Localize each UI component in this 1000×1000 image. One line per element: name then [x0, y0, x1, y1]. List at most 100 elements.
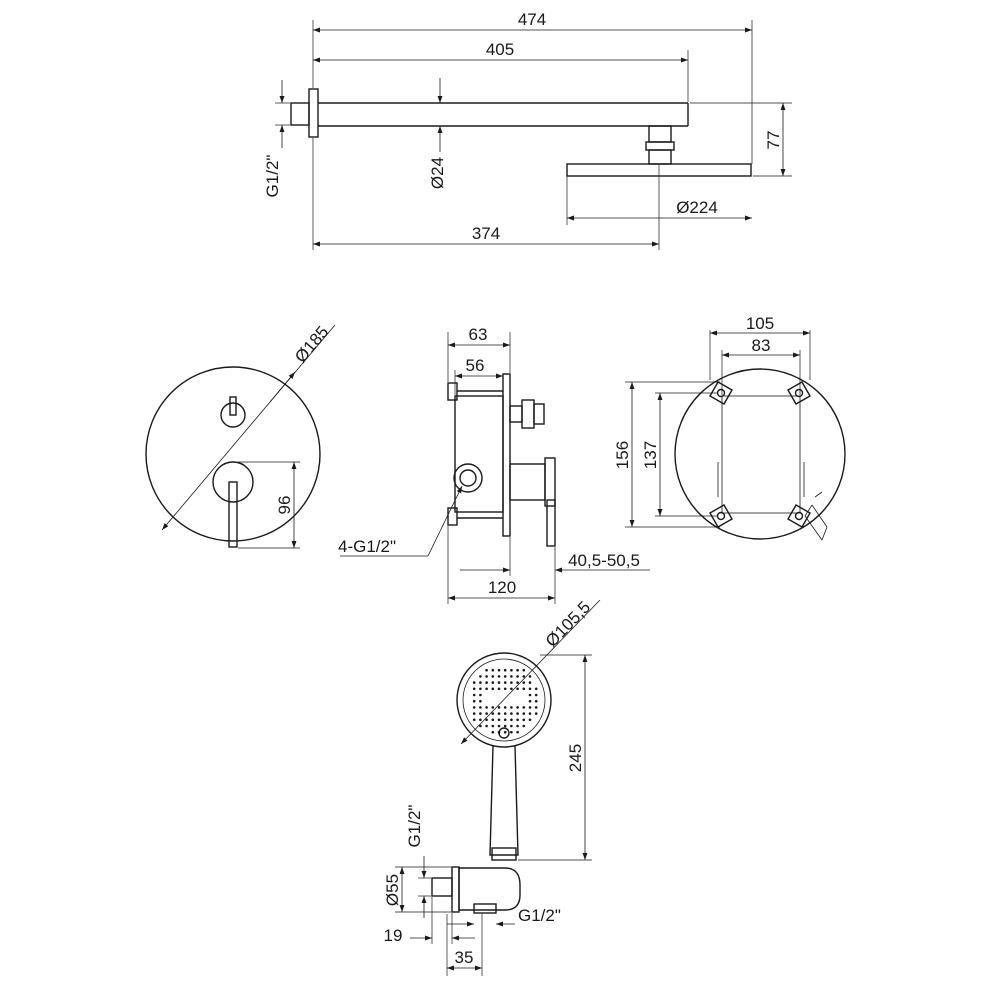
nozzle-dot [472, 706, 476, 709]
thread-connector [290, 102, 310, 126]
nozzle-dot [534, 687, 538, 691]
nozzle-dot [497, 687, 501, 691]
box-front-outline [674, 368, 846, 540]
nozzle-dot [534, 706, 538, 709]
nozzle-dot [485, 712, 488, 715]
dim-96: 96 [275, 496, 294, 515]
nozzle-dot [472, 681, 476, 684]
hand-shower-view: Ø105,5 245 G1/2" Ø55 G1/2" 19 35 [383, 598, 601, 976]
nozzle-dot [516, 675, 519, 678]
wall-plate [502, 373, 511, 537]
nozzle-dot [522, 724, 526, 728]
nozzle-dot [534, 699, 538, 703]
mounting-ear [787, 504, 811, 528]
nozzle-dot [491, 668, 495, 672]
dim-d55: Ø55 [383, 874, 402, 906]
nozzle-dot [479, 675, 482, 678]
nozzle-dot [522, 675, 526, 678]
nozzle-dot [485, 681, 488, 684]
nozzle-dot [497, 668, 501, 672]
nozzle-dot [522, 668, 526, 672]
dim-g12-vertical: G1/2" [405, 805, 424, 848]
nozzle-dot [491, 687, 495, 691]
nozzle-dot [522, 712, 526, 715]
nozzle-dot [485, 706, 488, 709]
nozzle-dot [503, 681, 507, 684]
nozzle-dot [503, 730, 507, 734]
nozzle-dot [479, 724, 482, 728]
nozzle-dot [516, 718, 519, 722]
cover-plate-view: Ø185 96 [145, 322, 336, 549]
nozzle-dot [522, 687, 526, 691]
nozzle-dot [503, 724, 507, 728]
wall-holder-flange [451, 866, 460, 913]
dim-35: 35 [455, 948, 474, 967]
nozzle-dot [516, 712, 519, 715]
nozzle-dot [503, 668, 507, 672]
lever-hub [212, 461, 254, 503]
dim-156: 156 [613, 441, 632, 469]
nozzle-dot [472, 699, 476, 703]
nozzle-dot [491, 675, 495, 678]
nozzle-dot [472, 687, 476, 691]
nozzle-dot [510, 718, 513, 722]
nozzle-dot [516, 724, 519, 728]
nozzle-dot [528, 693, 532, 697]
dim-405: 405 [486, 40, 514, 59]
dim-d105-5: Ø105,5 [542, 598, 594, 651]
nozzle-dot [479, 706, 482, 709]
nozzle-dot [491, 730, 495, 734]
nozzle-dot [497, 681, 501, 684]
nozzle-dot [528, 706, 532, 709]
nozzle-dot [472, 693, 476, 697]
nozzle-dot [472, 718, 476, 722]
nozzle-dot [510, 687, 513, 691]
dim-63: 63 [469, 325, 488, 344]
nozzle-dot [491, 724, 495, 728]
mounting-ear [787, 381, 811, 405]
mixing-box-side-view: 63 56 4-G1/2" 40,5-50,5 120 [338, 325, 650, 604]
nozzle-dot [485, 718, 488, 722]
nozzle-dot [534, 693, 538, 697]
top-fitting [521, 399, 535, 429]
nozzle-dot [510, 724, 513, 728]
inlet-port [453, 463, 483, 493]
nozzle-dot [497, 706, 501, 709]
dim-d24: Ø24 [428, 157, 447, 189]
nozzle-dot [497, 724, 501, 728]
hand-shower-head [456, 652, 552, 748]
nozzle-dot [491, 706, 495, 709]
nozzle-grid [472, 668, 538, 739]
nozzle-dot [503, 687, 507, 691]
nozzle-dot [528, 699, 532, 703]
nozzle-dot [510, 668, 513, 672]
nozzle-dot [479, 712, 482, 715]
nozzle-dot [503, 706, 507, 709]
nozzle-dot [516, 681, 519, 684]
dim-374: 374 [472, 224, 500, 243]
nozzle-dot [479, 687, 482, 691]
dim-245: 245 [566, 744, 585, 772]
dim-137: 137 [641, 441, 660, 469]
nozzle-dot [479, 681, 482, 684]
dim-4g12: 4-G1/2" [338, 537, 396, 556]
nozzle-dot [528, 712, 532, 715]
inner-frame [721, 395, 801, 514]
dim-19: 19 [384, 926, 403, 945]
nozzle-dot [479, 693, 482, 697]
shower-arm-view: 474 405 77 G1/2" Ø24 Ø224 374 [263, 10, 792, 250]
dim-56: 56 [466, 356, 485, 375]
hand-shower-handle [489, 745, 519, 856]
nozzle-dot [516, 706, 519, 709]
nozzle-dot [510, 730, 513, 734]
outlet-g12 [473, 903, 497, 914]
nozzle-dot [485, 687, 488, 691]
dim-d185: Ø185 [291, 322, 332, 366]
nozzle-dot [522, 681, 526, 684]
nozzle-dot [510, 681, 513, 684]
lever-handle [228, 481, 238, 548]
nozzle-dot [479, 699, 482, 703]
nozzle-dot [497, 675, 501, 678]
ball-joint [648, 125, 672, 143]
